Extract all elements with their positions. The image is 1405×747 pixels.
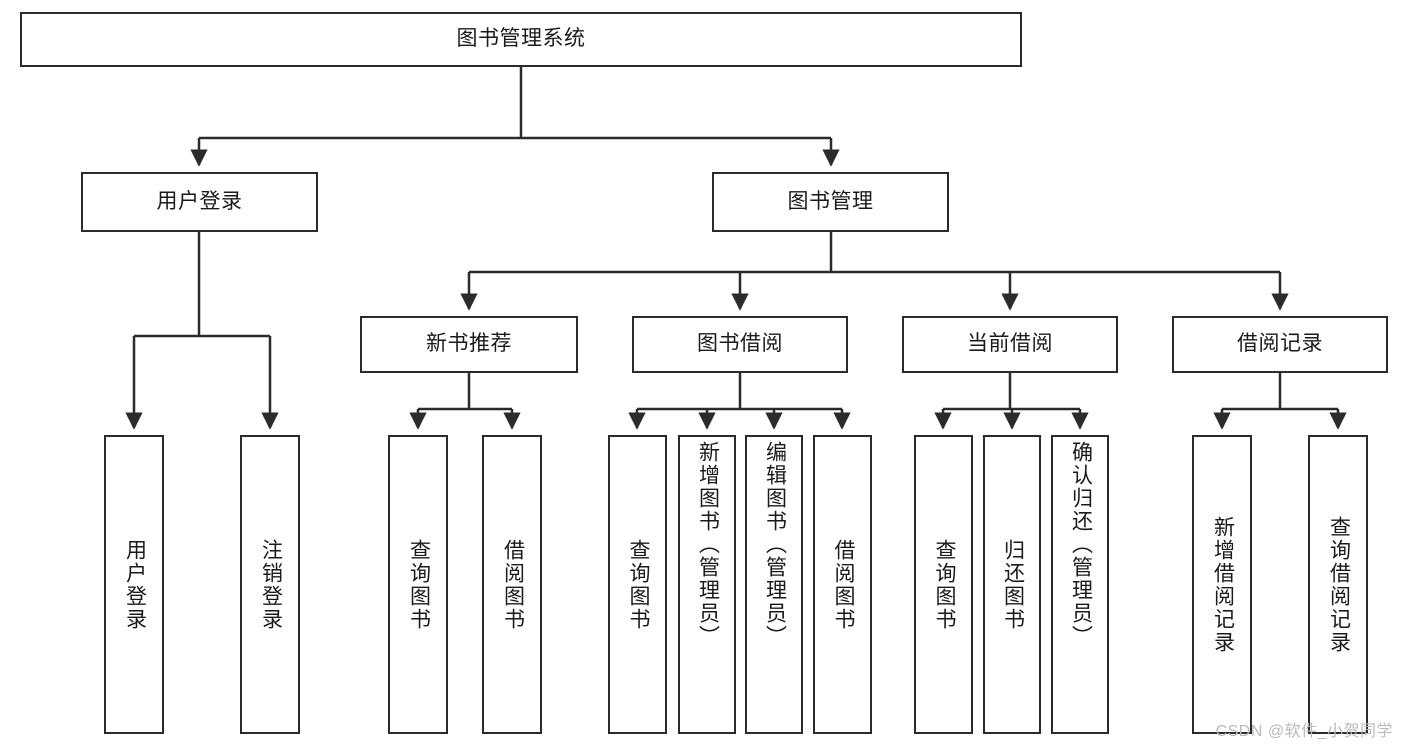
node-book-borrow[interactable]: 图书借阅 [632,316,848,373]
leaf-user-login[interactable]: 用户登录 [104,435,164,734]
leaf-query-book-newbook-label: 查询图书 [407,538,431,631]
leaf-borrow-book-borrow[interactable]: 借阅图书 [813,435,872,734]
node-root-system[interactable]: 图书管理系统 [20,12,1022,67]
leaf-borrow-book-newbook-label: 借阅图书 [501,538,525,631]
node-user-login-label: 用户登录 [156,189,243,213]
node-borrow-record[interactable]: 借阅记录 [1172,316,1388,373]
leaf-add-book-admin-label: 新增图书（管理员） [696,441,720,648]
node-book-management[interactable]: 图书管理 [712,172,949,232]
leaf-query-book-current-label: 查询图书 [932,538,956,631]
leaf-query-book-borrow-label: 查询图书 [626,538,650,631]
leaf-query-book-borrow[interactable]: 查询图书 [608,435,667,734]
leaf-edit-book-admin[interactable]: 编辑图书（管理员） [745,435,803,734]
node-user-login[interactable]: 用户登录 [81,172,318,232]
node-book-management-label: 图书管理 [787,189,874,213]
leaf-query-borrow-record[interactable]: 查询借阅记录 [1308,435,1368,734]
leaf-add-book-admin[interactable]: 新增图书（管理员） [678,435,736,734]
leaf-query-borrow-record-label: 查询借阅记录 [1327,515,1351,654]
leaf-query-book-current[interactable]: 查询图书 [914,435,973,734]
node-current-borrow[interactable]: 当前借阅 [902,316,1118,373]
leaf-return-book-label: 归还图书 [1001,538,1025,631]
leaf-confirm-return-admin-label: 确认归还（管理员） [1069,441,1093,648]
leaf-add-borrow-record-label: 新增借阅记录 [1211,515,1235,654]
node-new-book-recommend-label: 新书推荐 [426,332,512,356]
node-borrow-record-label: 借阅记录 [1237,332,1323,356]
leaf-add-borrow-record[interactable]: 新增借阅记录 [1192,435,1252,734]
leaf-return-book[interactable]: 归还图书 [983,435,1041,734]
leaf-logout[interactable]: 注销登录 [240,435,300,734]
node-new-book-recommend[interactable]: 新书推荐 [360,316,578,373]
node-root-system-label: 图书管理系统 [456,27,586,51]
leaf-query-book-newbook[interactable]: 查询图书 [388,435,448,734]
leaf-logout-label: 注销登录 [259,538,283,631]
node-current-borrow-label: 当前借阅 [967,332,1053,356]
leaf-confirm-return-admin[interactable]: 确认归还（管理员） [1051,435,1109,734]
leaf-edit-book-admin-label: 编辑图书（管理员） [763,441,787,648]
node-book-borrow-label: 图书借阅 [697,332,783,356]
leaf-borrow-book-borrow-label: 借阅图书 [831,538,855,631]
leaf-user-login-label: 用户登录 [123,538,147,631]
leaf-borrow-book-newbook[interactable]: 借阅图书 [482,435,542,734]
